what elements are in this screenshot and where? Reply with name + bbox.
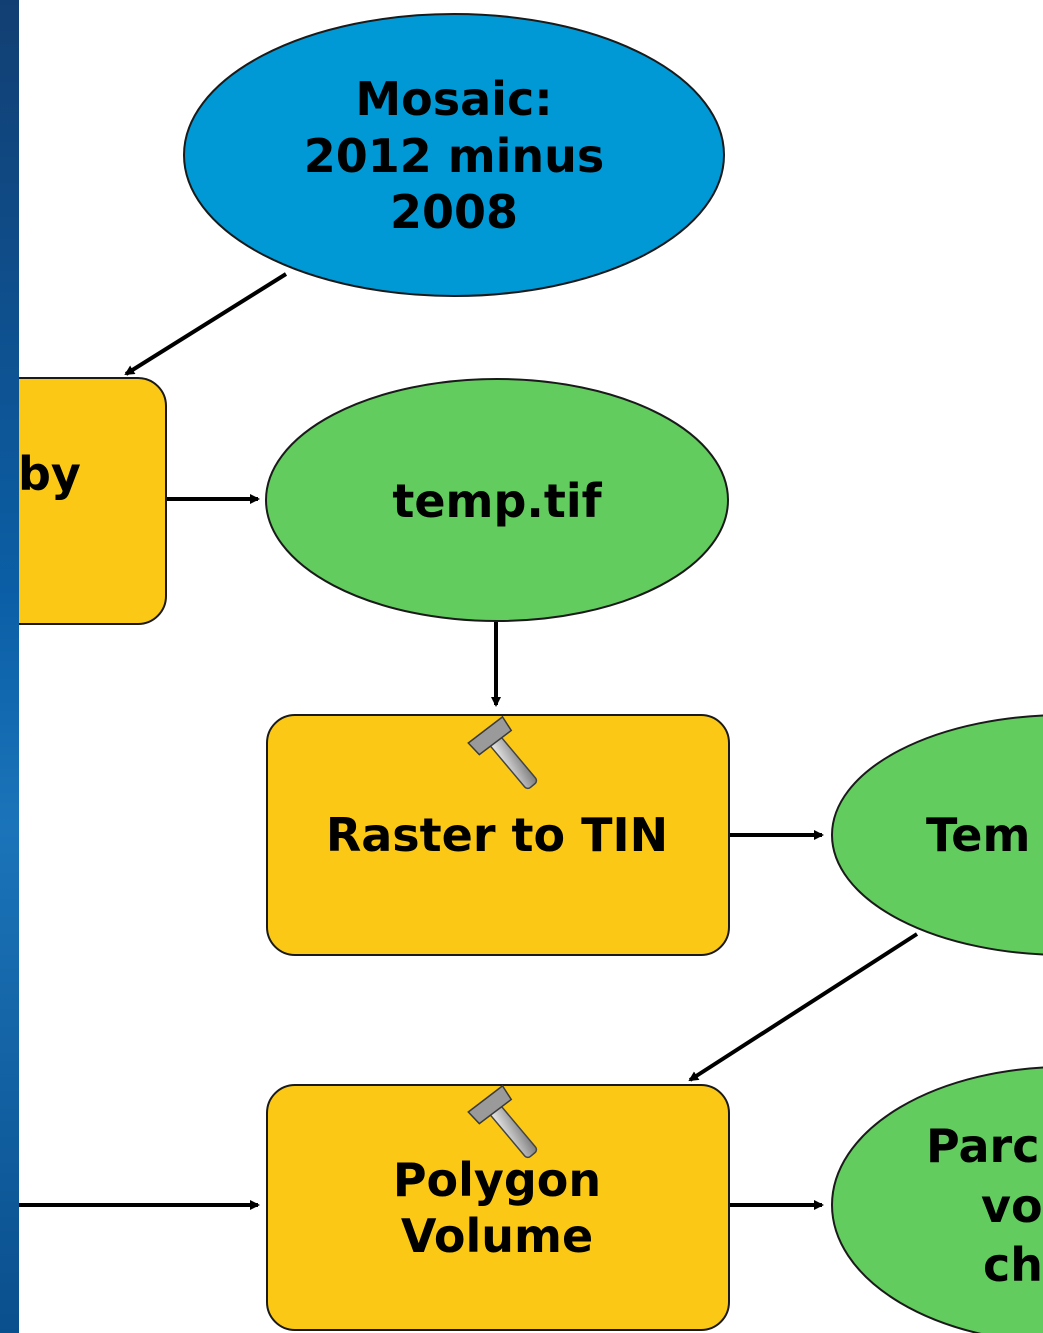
polygon-volume-node[interactable]: Polygon Volume	[266, 1084, 730, 1331]
edges	[19, 272, 919, 1210]
slide-left-edge	[0, 0, 19, 1333]
temp-tif-shape	[265, 378, 729, 622]
temp-tif-node[interactable]: temp.tif	[265, 378, 729, 622]
edge-temp-output-to-polygon-volume	[688, 932, 919, 1082]
partial-tool-shape	[0, 377, 167, 625]
mosaic-input-shape	[183, 13, 725, 297]
raster-to-tin-shape	[266, 714, 730, 956]
temp-tif-label: temp.tif	[392, 474, 602, 528]
partial-temp-output-node[interactable]: Tem	[831, 714, 1043, 956]
partial-parcel-output-label-line-3: ch	[983, 1238, 1043, 1292]
partial-parcel-output-node[interactable]: Parc vo ch	[831, 1066, 1043, 1333]
mosaic-input-node[interactable]: Mosaic: 2012 minus 2008	[183, 13, 725, 297]
partial-parcel-output-label-line-2: vo	[981, 1179, 1043, 1233]
mosaic-label-line-2: 2012 minus	[304, 129, 605, 183]
raster-to-tin-node[interactable]: Raster to TIN	[266, 714, 730, 956]
mosaic-label-line-1: Mosaic:	[355, 72, 552, 126]
raster-to-tin-label: Raster to TIN	[326, 808, 668, 862]
partial-tool-label: by	[18, 447, 81, 501]
edge-mosaic-to-tool	[124, 272, 288, 376]
hammer-icon	[467, 715, 538, 790]
partial-parcel-output-label-line-1: Parc	[926, 1119, 1039, 1173]
hammer-icon	[467, 1084, 538, 1159]
partial-temp-output-shape	[831, 714, 1043, 956]
partial-temp-output-label: Tem	[926, 808, 1030, 862]
polygon-volume-label-line-2: Volume	[401, 1209, 593, 1263]
mosaic-label-line-3: 2008	[390, 185, 518, 239]
polygon-volume-label-line-1: Polygon	[393, 1153, 601, 1207]
polygon-volume-shape	[266, 1084, 730, 1331]
partial-tool-node[interactable]: by	[0, 377, 167, 625]
partial-parcel-output-shape	[831, 1066, 1043, 1333]
